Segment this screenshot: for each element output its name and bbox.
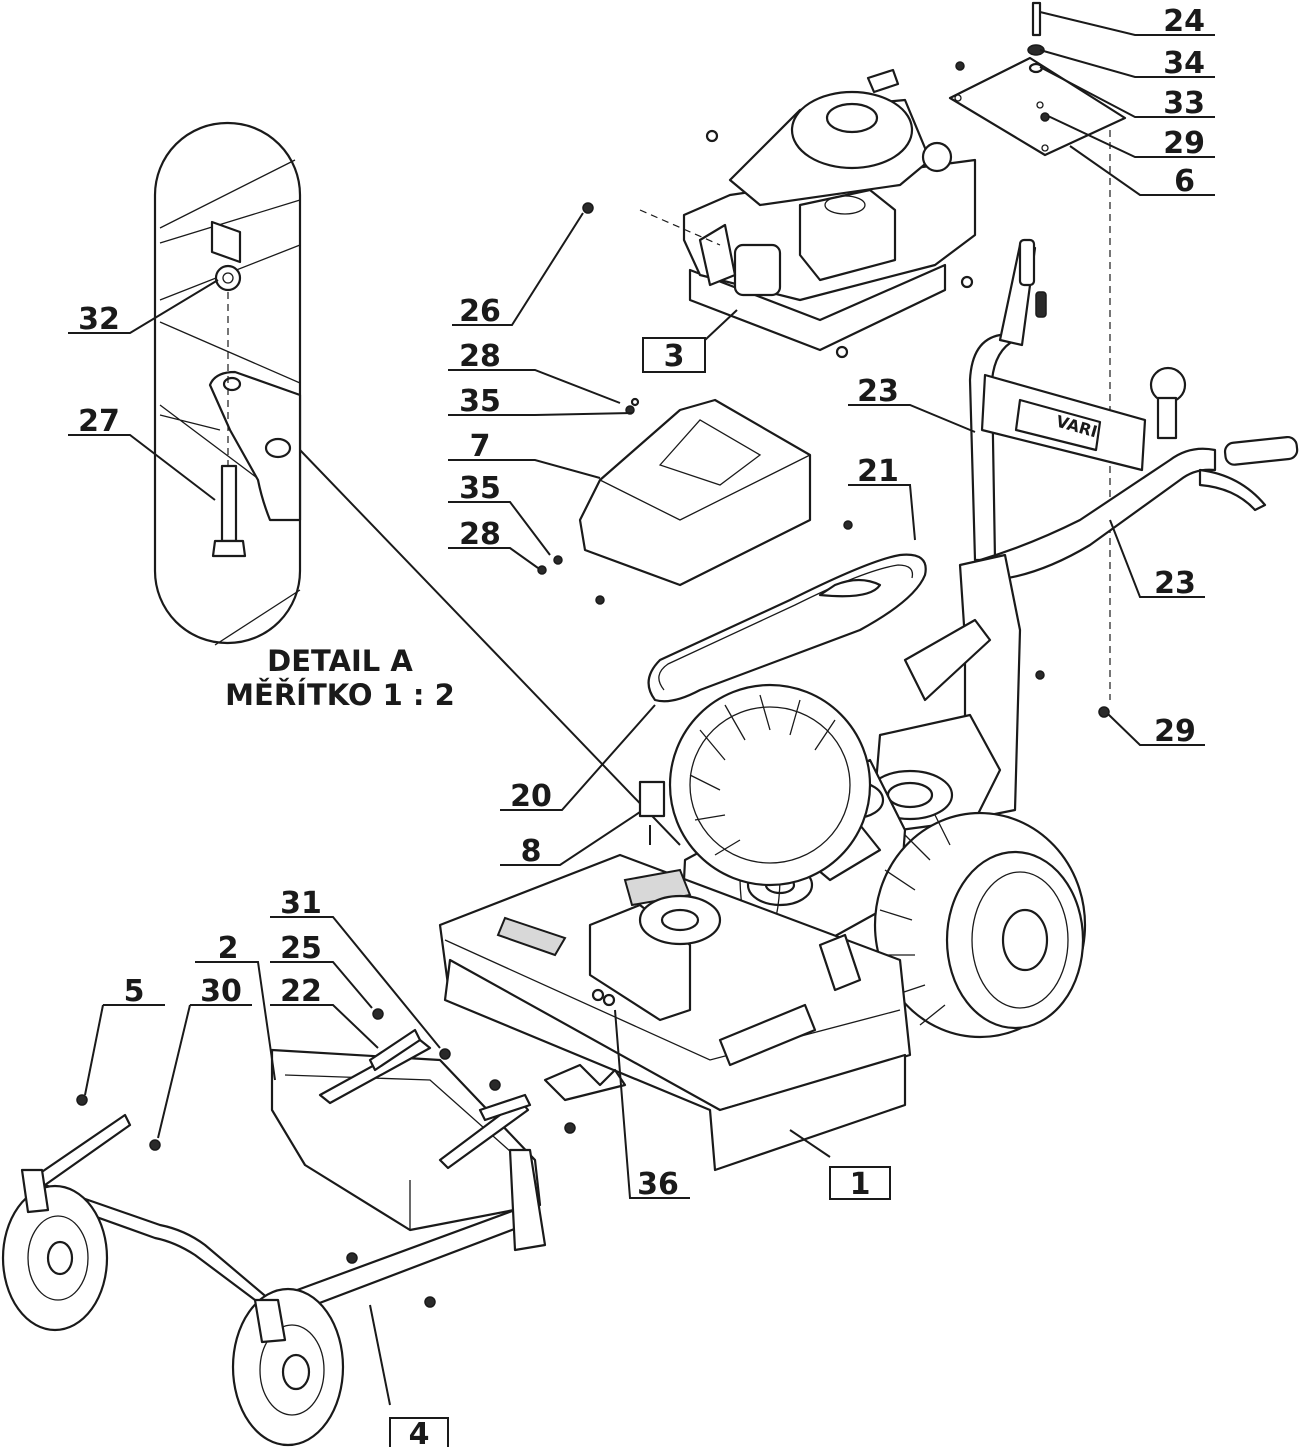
callout-2: 2 (218, 931, 239, 966)
detail-title: DETAIL A (267, 644, 413, 678)
deflector-shield (270, 1028, 542, 1232)
caster-wheel-left (1, 1168, 109, 1332)
callout-35-b: 35 (459, 471, 501, 506)
hardware-small-parts (372, 202, 1110, 1134)
leader-lines (68, 11, 1215, 1406)
callout-23-a: 23 (857, 374, 899, 409)
detail-scale: MĚŘÍTKO 1 : 2 (225, 678, 455, 712)
callout-4: 4 (409, 1417, 430, 1447)
bolt-27-icon (220, 464, 238, 543)
callout-25: 25 (280, 931, 322, 966)
callout-box-1 (829, 1166, 891, 1200)
callout-box-4 (389, 1417, 449, 1447)
callout-22: 22 (280, 974, 322, 1009)
handlebar: VARI (968, 238, 1299, 582)
callout-8: 8 (521, 834, 542, 869)
belt-cover (537, 397, 853, 605)
v-belt (647, 553, 927, 703)
callout-29-right: 29 (1154, 714, 1196, 749)
callout-26: 26 (459, 294, 501, 329)
callout-7: 7 (470, 429, 491, 464)
detail-a-view (153, 121, 302, 646)
callout-5: 5 (124, 974, 145, 1009)
callout-3: 3 (664, 339, 685, 374)
mower-deck (438, 853, 912, 1172)
callout-6: 6 (1174, 164, 1195, 199)
callout-32: 32 (78, 302, 120, 337)
callout-35-a: 35 (459, 384, 501, 419)
nut-32-icon (214, 264, 242, 292)
decal-8-icon (638, 780, 666, 818)
callout-29-top: 29 (1163, 126, 1205, 161)
drive-wheel-right (873, 811, 1087, 1039)
callout-30: 30 (200, 974, 242, 1009)
callout-1: 1 (850, 1167, 871, 1202)
callout-box-3 (642, 337, 706, 373)
callout-labels: 24 34 33 29 6 26 3 28 35 7 35 28 21 23 2… (78, 4, 1205, 1447)
callout-24: 24 (1163, 4, 1205, 39)
callout-28-a: 28 (459, 339, 501, 374)
engine-assembly (639, 68, 977, 359)
callout-21: 21 (857, 454, 899, 489)
drive-wheel-left (668, 683, 872, 887)
callout-34: 34 (1163, 46, 1205, 81)
callout-27: 27 (78, 404, 120, 439)
callout-20: 20 (510, 779, 552, 814)
callout-33: 33 (1163, 86, 1205, 121)
front-axle-frame (28, 1094, 547, 1320)
callout-31: 31 (280, 886, 322, 921)
callout-36: 36 (637, 1167, 679, 1202)
callout-23-b: 23 (1154, 566, 1196, 601)
callout-28-b: 28 (459, 517, 501, 552)
caster-wheel-right (231, 1287, 345, 1447)
